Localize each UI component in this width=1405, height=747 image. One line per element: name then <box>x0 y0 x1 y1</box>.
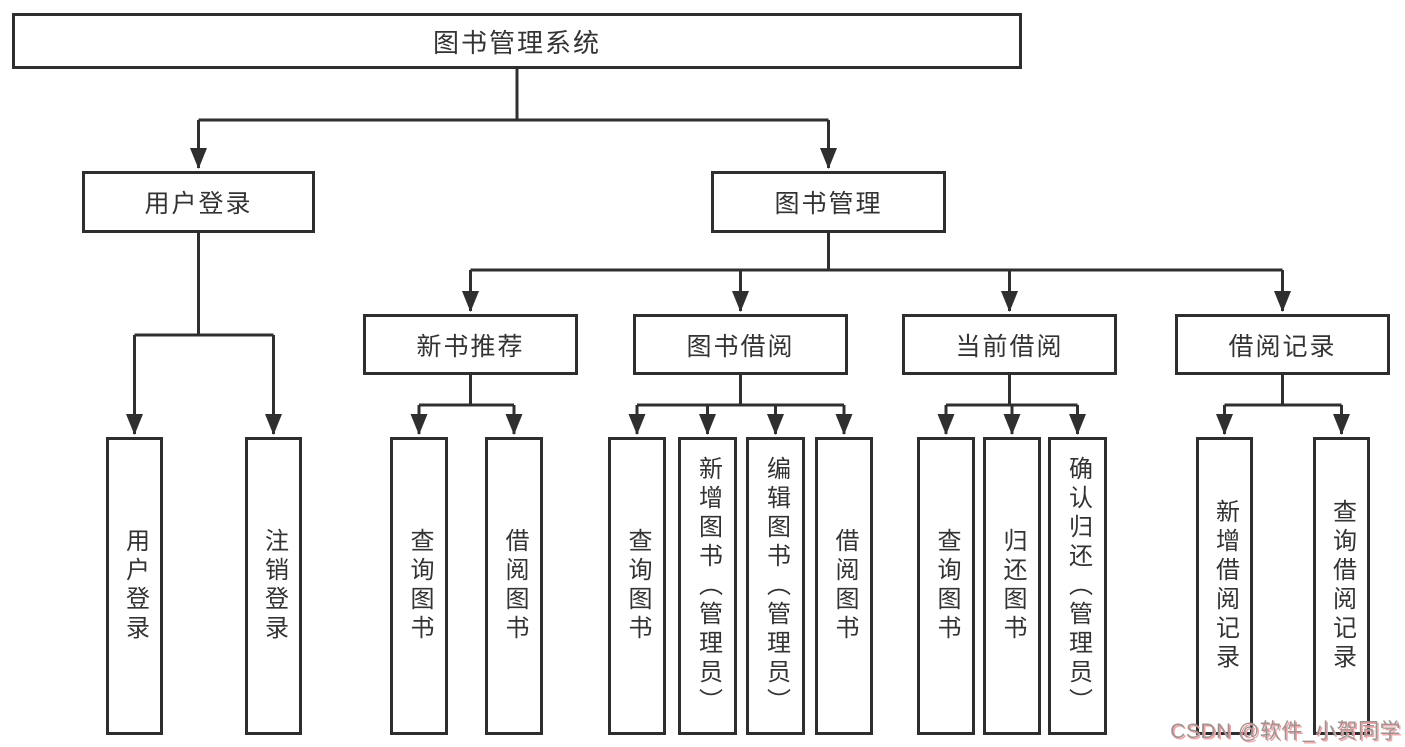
node-new-book-recommendation: 新书推荐 <box>363 314 578 375</box>
leaf-logout: 注销登录 <box>245 437 302 735</box>
node-borrowing-records: 借阅记录 <box>1175 314 1390 375</box>
leaf-borrow-books-recommend: 借阅图书 <box>485 437 543 735</box>
leaf-query-books-current: 查询图书 <box>917 437 975 735</box>
node-book-borrowing: 图书借阅 <box>633 314 848 375</box>
node-current-borrowing: 当前借阅 <box>902 314 1117 375</box>
leaf-borrow-books: 借阅图书 <box>815 437 873 735</box>
leaf-edit-books-admin: 编辑图书（管理员） <box>746 437 805 735</box>
leaf-return-books: 归还图书 <box>983 437 1041 735</box>
node-book-management: 图书管理 <box>711 171 946 233</box>
leaf-query-books-borrow: 查询图书 <box>608 437 666 735</box>
node-user-login: 用户登录 <box>82 171 315 233</box>
leaf-add-borrow-record: 新增借阅记录 <box>1196 437 1253 735</box>
leaf-user-login: 用户登录 <box>106 437 163 735</box>
leaf-query-borrow-record: 查询借阅记录 <box>1313 437 1370 735</box>
csdn-watermark: CSDN @软件_小贺同学 <box>1170 720 1401 743</box>
leaf-add-books-admin: 新增图书（管理员） <box>678 437 737 735</box>
node-library-management-system: 图书管理系统 <box>12 13 1022 69</box>
leaf-confirm-return-admin: 确认归还（管理员） <box>1048 437 1107 735</box>
leaf-query-books-recommend: 查询图书 <box>390 437 448 735</box>
